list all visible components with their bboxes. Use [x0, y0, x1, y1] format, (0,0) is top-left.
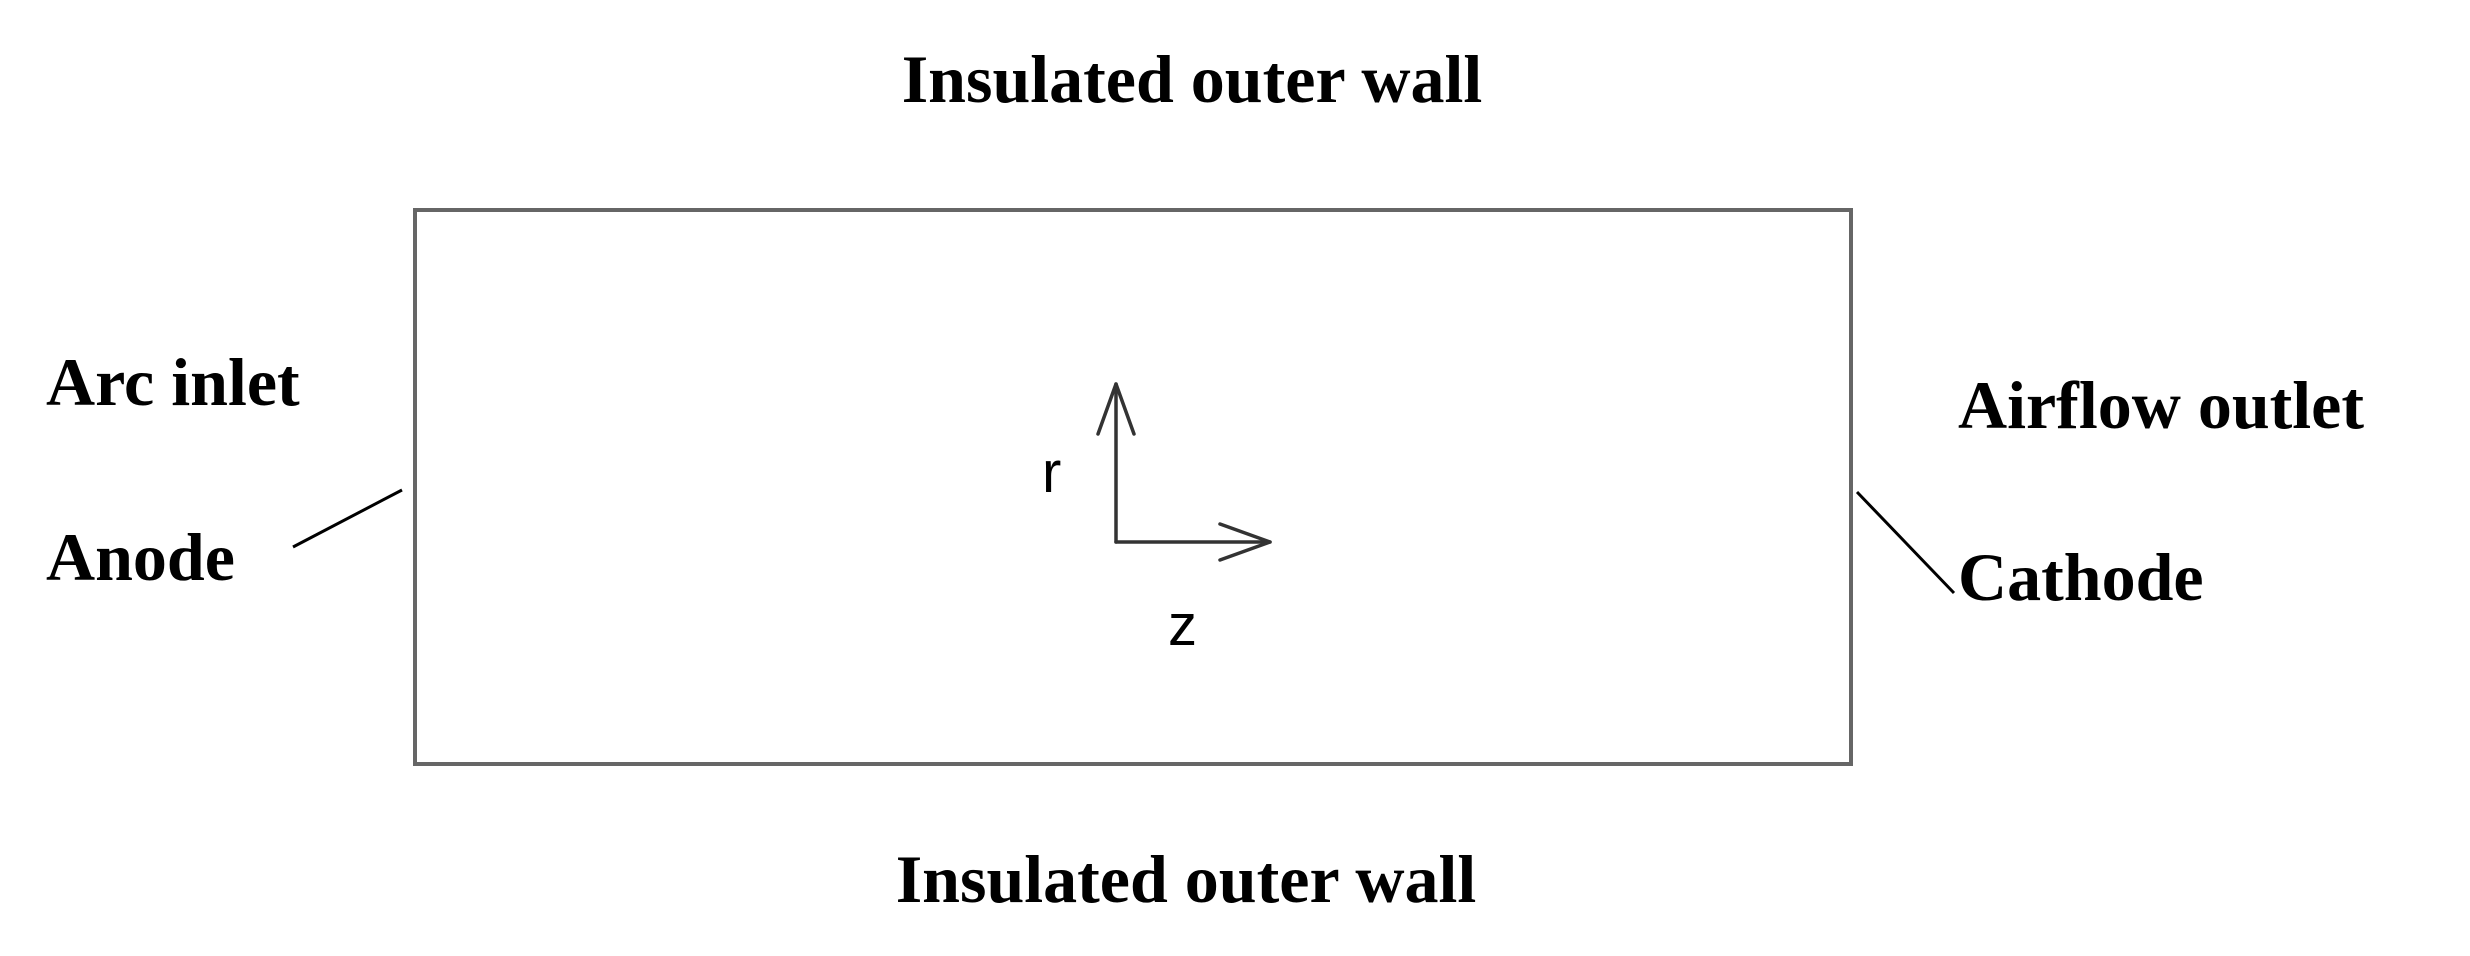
bottom-wall-label: Insulated outer wall [896, 841, 1477, 917]
airflow-outlet-label: Airflow outlet [1958, 367, 2364, 443]
anode-leader-line [292, 488, 403, 549]
top-wall-label: Insulated outer wall [902, 41, 1483, 117]
coordinate-axes [1096, 382, 1272, 562]
r-axis-arrowhead-icon [1096, 382, 1136, 436]
anode-label: Anode [46, 519, 235, 595]
cathode-label: Cathode [1958, 539, 2204, 615]
z-axis-label: z [1168, 593, 1197, 658]
arc-inlet-label: Arc inlet [46, 344, 300, 420]
z-axis-arrowhead-icon [1218, 522, 1272, 562]
cathode-leader-line [1855, 490, 1956, 595]
domain-boundary [413, 208, 1853, 766]
r-axis-label: r [1042, 440, 1061, 505]
